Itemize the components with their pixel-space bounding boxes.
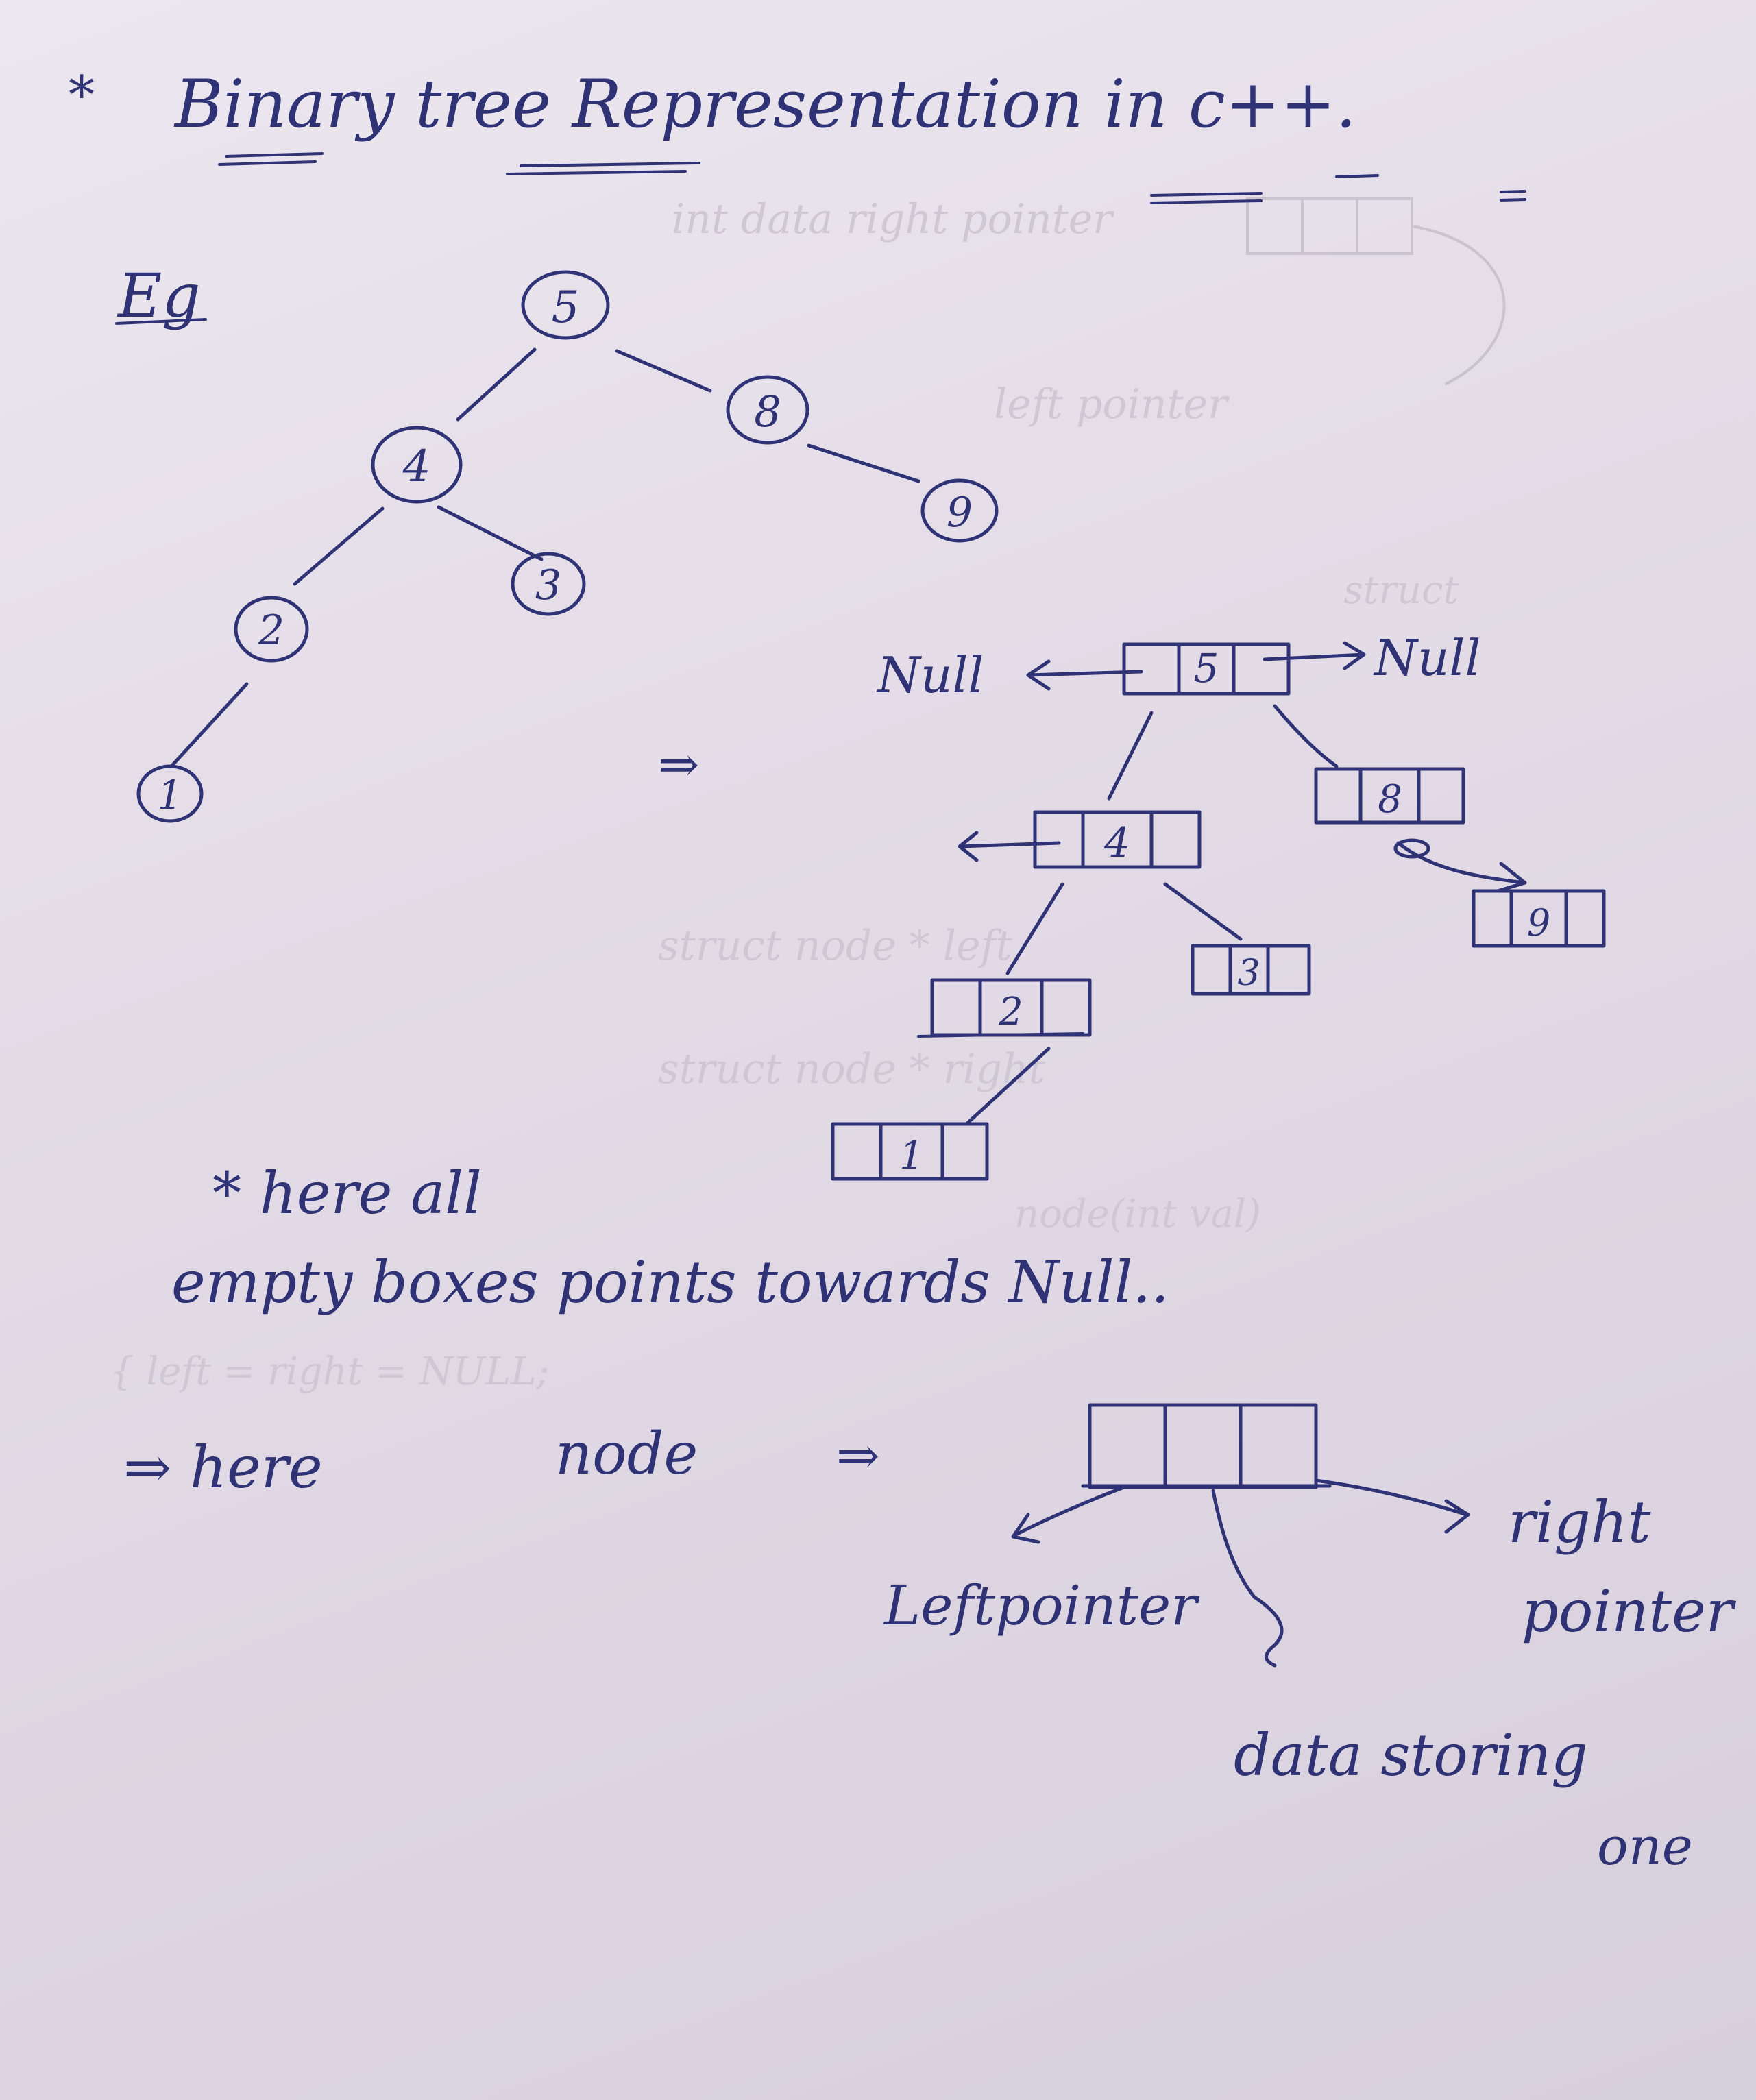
edge-4-3 [1163,882,1243,941]
svg-text:4: 4 [1103,819,1130,867]
svg-text:8: 8 [1378,777,1402,822]
node-explanation: ⇒ here node ⇒ Leftpointer right pointer … [123,1403,1737,1877]
right-label-1: right [1508,1489,1651,1556]
svg-text:{ left = right = NULL;: { left = right = NULL; [110,1350,549,1394]
tree-node-8: 8 [726,375,809,445]
linked-node-2: 2 [917,978,1092,1038]
svg-text:9: 9 [947,489,973,537]
tree-node-3: 3 [511,552,586,616]
right-label-2: pointer [1522,1578,1737,1645]
svg-text:left pointer: left pointer [994,380,1230,428]
linked-node-5: 5 [1122,642,1291,696]
title-star: * [69,64,95,125]
linked-node-1: 1 [831,1122,989,1181]
null-right-label: Null [1373,629,1480,687]
note-line-1: * here all [212,1160,482,1227]
tree-node-9: 9 [920,478,999,543]
tree-node-5: 5 [521,270,610,340]
data-arrow [1211,1489,1284,1668]
example-underline [115,318,207,325]
example-tree-edges [169,347,920,768]
linked-node-4: 4 [958,810,1202,869]
edge-2-1 [964,1047,1051,1126]
right-pointer-arrow [1314,1478,1470,1534]
svg-text:1: 1 [899,1134,924,1178]
svg-text:2: 2 [998,990,1023,1034]
linked-node-3: 3 [1191,944,1311,996]
implies-arrow: ⇒ [658,735,699,793]
title-text: Binary tree Representation in c++. [173,66,1356,143]
linked-tree: 5 Null Null 4 8 9 [831,629,1606,1181]
bleed-through-marks: int data right pointer left pointer stru… [110,195,1506,1394]
svg-text:struct node * right: struct node * right [658,1045,1046,1093]
note: * here all empty boxes points towards Nu… [171,1160,1169,1316]
null-left-label: Null [876,646,984,704]
data-label-2: one [1597,1816,1693,1877]
svg-text:int data right pointer: int data right pointer [672,195,1114,243]
tree-node-4: 4 [371,426,463,504]
scribble [1393,838,1430,859]
svg-text:2: 2 [258,607,284,655]
example-tree-nodes: 5 4 8 9 3 2 1 [136,270,999,823]
edge-5-4 [1107,711,1154,801]
svg-text:3: 3 [1237,953,1260,994]
svg-text:struct: struct [1343,568,1459,613]
note-line-2: empty boxes points towards Null.. [171,1249,1169,1316]
left-pointer-arrow [1011,1485,1126,1544]
null-right-arrow [1263,641,1366,670]
node-implies-arrow: ⇒ [836,1425,880,1486]
node-word: node [555,1420,698,1487]
svg-text:4: 4 [402,441,431,492]
linked-node-8: 8 [1314,767,1465,825]
data-label-1: data storing [1234,1722,1588,1789]
edge-4-2 [1005,882,1064,975]
svg-text:8: 8 [754,387,781,437]
edge-8-9 [1396,841,1527,893]
svg-text:5: 5 [552,282,580,333]
svg-text:node(int val): node(int val) [1014,1192,1261,1236]
svg-text:3: 3 [535,561,561,609]
svg-text:9: 9 [1527,901,1550,944]
linked-node-9: 9 [1472,889,1606,948]
null-left-arrow [1026,659,1143,691]
left-pointer-label: Leftpointer [883,1574,1200,1637]
title: * Binary tree Representation in c++. [69,64,1526,204]
tree-node-1: 1 [136,764,204,823]
here-prefix: ⇒ here [123,1434,323,1501]
node-diagram [1081,1403,1332,1489]
tree-node-2: 2 [234,596,309,663]
svg-text:5: 5 [1194,645,1219,692]
edge-5-8 [1273,704,1339,768]
svg-text:1: 1 [158,772,183,818]
svg-text:struct node * left: struct node * left [658,922,1013,970]
